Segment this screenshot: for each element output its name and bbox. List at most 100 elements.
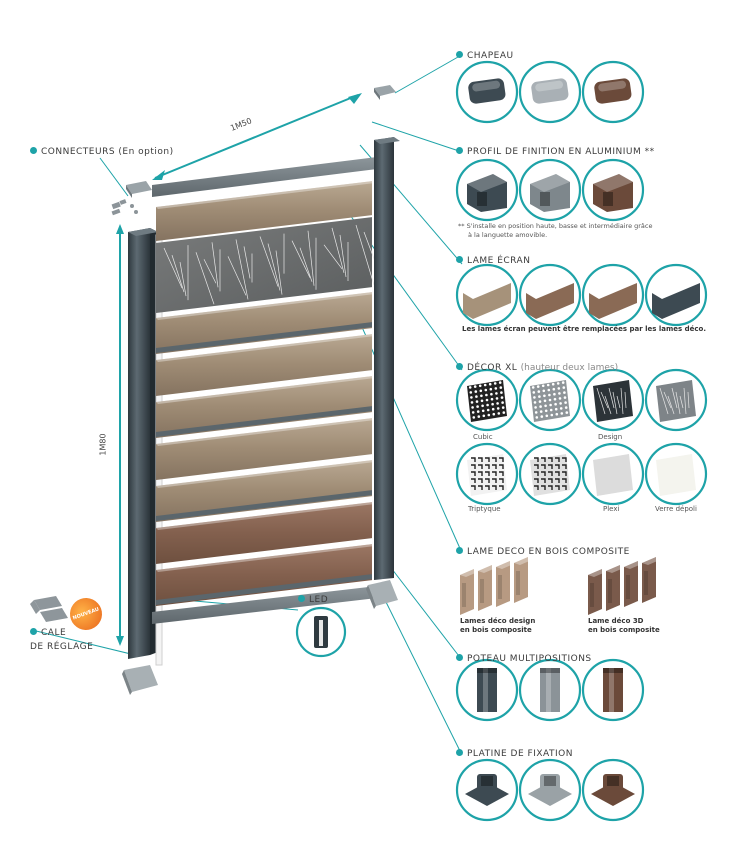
decor-glyph	[541, 457, 546, 462]
decor-dot	[490, 392, 493, 396]
decor-dot	[480, 394, 483, 398]
profile-top	[467, 174, 507, 192]
thumb-decor-4	[455, 442, 519, 506]
decor-dot	[474, 390, 478, 393]
profile-top	[593, 174, 633, 192]
thumb-decor-7	[644, 442, 708, 506]
decor-dot	[549, 403, 552, 407]
slat-4-highlight	[156, 460, 374, 488]
post-top	[477, 668, 497, 673]
decor-glyph	[485, 471, 490, 476]
lame-deco-design-stack-slat-2	[496, 561, 510, 607]
decor-dot	[492, 412, 496, 416]
post-body	[477, 668, 497, 712]
decor-sheet	[530, 454, 570, 496]
decor-dot	[558, 392, 561, 395]
decor-glyph	[534, 471, 539, 476]
decor-dot	[478, 384, 482, 388]
decor-dot	[563, 391, 566, 394]
decor-dot	[476, 405, 479, 408]
cap-shine	[598, 80, 627, 92]
bullet-icon	[456, 654, 463, 661]
decor-xl-sub: (hauteur deux lames)	[520, 363, 619, 373]
thumb-lame-ecran-1	[518, 263, 582, 327]
decor-dot	[562, 386, 566, 389]
decor-glyph	[534, 464, 539, 469]
decor-glyph	[548, 478, 553, 483]
decor-line	[267, 243, 281, 291]
profile-shape	[467, 174, 507, 212]
decor-glyph	[555, 464, 560, 469]
decor-line	[331, 227, 345, 273]
label-chapeau: CHAPEAU	[456, 51, 514, 61]
decor-dot	[532, 391, 536, 394]
decor-dot	[556, 382, 560, 385]
lame-deco-3d-stack-slat-0	[588, 569, 602, 615]
lame-deco-design-stack-groove-2	[498, 575, 502, 599]
profile-slot	[540, 192, 550, 206]
cap-shape	[531, 78, 569, 104]
thumb-profil-1	[518, 158, 582, 222]
decor-dot	[538, 400, 542, 403]
decor-dot	[472, 416, 476, 419]
thumb-lame-ecran-3	[644, 263, 708, 327]
decor-dot	[554, 407, 558, 411]
lame-deco-3d-stack-groove-0	[590, 583, 594, 607]
lame-deco-design-stack-groove-3	[516, 571, 520, 595]
lame-deco-design-stack-slat-3	[514, 557, 528, 603]
slat-end	[652, 293, 662, 319]
decor-stroke	[659, 387, 669, 415]
caption-triptyque: Triptyque	[468, 505, 501, 513]
decor-sheet	[593, 454, 633, 496]
decor-dot	[495, 397, 499, 400]
decor-dot	[470, 396, 473, 399]
decor-dot	[477, 415, 481, 418]
plate-hole	[544, 776, 556, 786]
decor-dot	[547, 388, 551, 392]
decor-glyph	[485, 485, 490, 490]
bullet-icon	[456, 547, 463, 554]
decor-glyph	[555, 457, 560, 462]
cap-shine	[472, 80, 501, 92]
decor-dot	[558, 397, 562, 400]
decor-stroke	[683, 387, 687, 415]
slat-end	[589, 293, 599, 319]
decor-dot	[502, 411, 506, 414]
profile-shape	[530, 174, 570, 212]
decor-dot	[497, 412, 501, 415]
decor-line	[179, 262, 187, 297]
bullet-icon	[456, 51, 463, 58]
decor-glyph	[485, 478, 490, 483]
decor-glyph	[534, 485, 539, 490]
decor-dot	[489, 387, 493, 391]
decor-dot	[565, 411, 569, 414]
decor-dot	[486, 403, 489, 407]
decor-line	[171, 254, 185, 293]
slat-top-highlight	[156, 181, 374, 209]
decor-glyph	[485, 464, 490, 469]
decor-dot	[533, 396, 536, 399]
decor-glyph	[478, 471, 483, 476]
profile-top	[530, 174, 570, 192]
plate-base	[465, 782, 509, 806]
decor-dot	[501, 401, 504, 404]
decor-stroke	[667, 395, 675, 415]
decor-line	[323, 244, 343, 270]
decor-stroke	[600, 391, 609, 409]
decor-dot	[482, 414, 486, 418]
lame-deco-design-stack-slat-0	[460, 569, 474, 615]
decor-dot	[555, 412, 559, 416]
thumb-poteau-1	[518, 658, 582, 722]
slat-end	[526, 293, 536, 319]
decor-line	[203, 259, 217, 284]
decor-line	[259, 236, 279, 287]
decor-dot	[548, 398, 552, 402]
decor-stroke	[620, 387, 624, 415]
decor-dot	[539, 405, 542, 408]
decor-glyph	[541, 478, 546, 483]
decor-dot	[498, 381, 502, 384]
decor-dot	[476, 410, 480, 413]
caption-verre-depoli: Verre dépoli	[655, 505, 697, 513]
decor-dot	[487, 413, 491, 417]
rail-3	[156, 574, 372, 605]
